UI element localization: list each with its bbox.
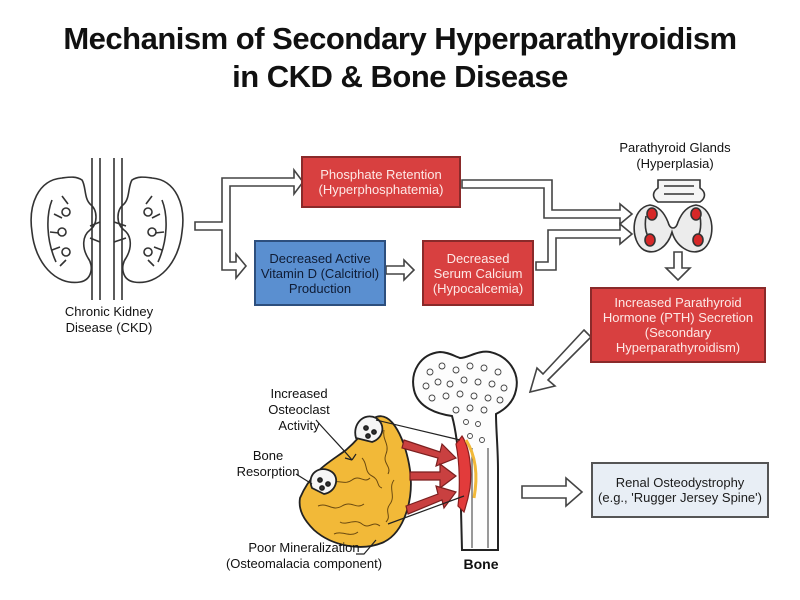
phosphate-retention-box: Phosphate Retention(Hyperphosphatemia): [301, 156, 461, 208]
phosphate-line-1: Phosphate Retention: [320, 167, 442, 182]
osteoclast-line-3: Activity: [278, 418, 320, 433]
femur-bone-icon: [412, 350, 518, 551]
mineralization-line-2: (Osteomalacia component): [225, 556, 383, 571]
resorption-arrows: [401, 439, 458, 515]
title-line-2: in CKD & Bone Disease: [232, 59, 568, 94]
calcium-line-3: (Hypocalcemia): [432, 280, 524, 296]
resorption-line-2: Resorption: [236, 464, 300, 479]
calcium-line-2: Serum Calcium: [433, 265, 523, 281]
bone-tissue-closeup-icon: [298, 415, 412, 548]
osteoclast-line-2: Osteoclast: [268, 402, 330, 417]
vitamin-d-line-3: Production: [288, 280, 352, 296]
pth-line-2: Hormone (PTH) Secretion: [602, 310, 754, 325]
ckd-line-1: Chronic Kidney: [64, 304, 154, 319]
parathyroid-line-2: (Hyperplasia): [636, 156, 714, 171]
thyroid-gland-icon: [633, 179, 713, 253]
kidney-icon: [30, 158, 184, 300]
page-title: Mechanism of Secondary Hyperparathyroidi…: [0, 20, 800, 96]
osteodystrophy-line-1: Renal Osteodystrophy: [615, 475, 745, 490]
mineralization-line-1: Poor Mineralization: [248, 540, 360, 555]
ckd-label: Chronic Kidney Disease (CKD): [44, 304, 174, 336]
pth-line-4: Hyperparathyroidism): [615, 340, 741, 355]
mineralization-label: Poor Mineralization (Osteomalacia compon…: [214, 540, 394, 572]
resorption-label: Bone Resorption: [228, 448, 308, 480]
vitamin-d-line-2: Vitamin D (Calcitriol): [260, 265, 380, 281]
vitamin-d-line-1: Decreased Active: [269, 250, 371, 266]
bone-label-text: Bone: [463, 556, 499, 572]
pth-line-3: (Secondary: [644, 325, 712, 340]
renal-osteodystrophy-box: Renal Osteodystrophy(e.g., 'Rugger Jerse…: [591, 462, 769, 518]
bone-label: Bone: [446, 556, 516, 572]
parathyroid-label: Parathyroid Glands (Hyperplasia): [600, 140, 750, 172]
resorption-line-1: Bone: [252, 448, 284, 463]
osteoclast-label: Increased Osteoclast Activity: [254, 386, 344, 434]
osteoclast-line-1: Increased: [270, 386, 328, 401]
osteodystrophy-line-2: (e.g., 'Rugger Jersey Spine'): [598, 490, 762, 505]
flow-arrows: [194, 167, 692, 508]
title-line-1: Mechanism of Secondary Hyperparathyroidi…: [63, 21, 737, 56]
leader-lines: [295, 419, 465, 555]
calcium-line-1: Decreased: [446, 250, 510, 266]
pth-line-1: Increased Parathyroid: [614, 295, 742, 310]
parathyroid-line-1: Parathyroid Glands: [619, 140, 731, 155]
phosphate-line-2: (Hyperphosphatemia): [318, 182, 444, 197]
ckd-line-2: Disease (CKD): [65, 320, 153, 335]
